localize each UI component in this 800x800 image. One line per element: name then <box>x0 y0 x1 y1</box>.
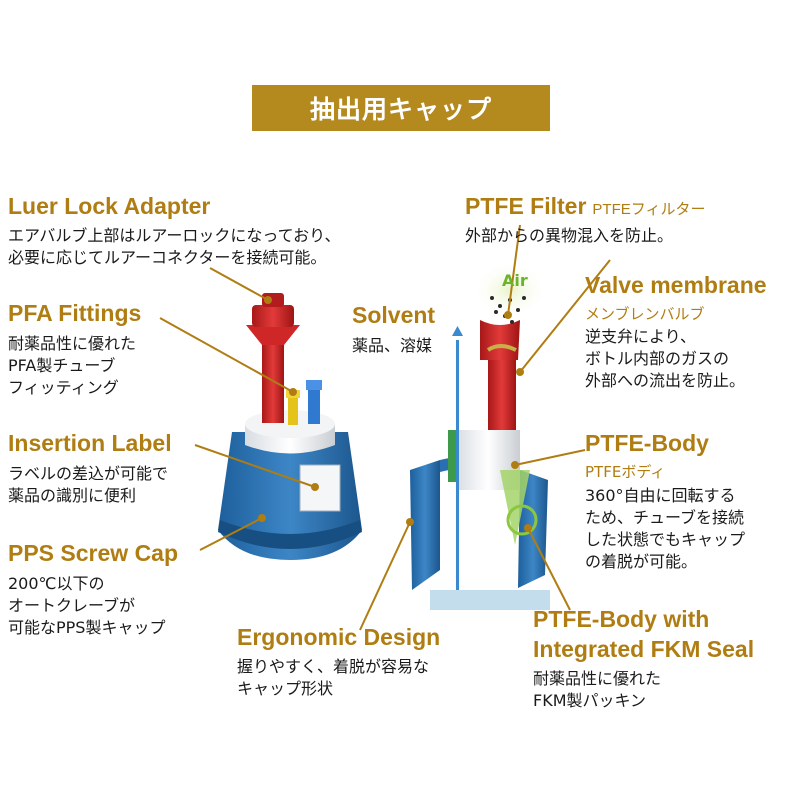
banner-title: 抽出用キャップ <box>252 85 550 131</box>
air-label: Air <box>502 271 528 290</box>
left-cap <box>218 293 362 560</box>
ergonomic-desc: 握りやすく、着脱が容易なキャップ形状 <box>237 657 430 698</box>
insertion-title: Insertion Label <box>8 430 172 456</box>
solvent-desc: 薬品、溶媒 <box>352 336 433 355</box>
luer-desc: エアバルブ上部はルアーロックになっており、必要に応じてルアーコネクターを接続可能… <box>8 226 341 267</box>
leader-lines <box>159 224 611 631</box>
body-desc: 360°自由に回転するため、チューブを接続した状態でもキャップの着脱が可能。 <box>585 486 746 571</box>
solvent-title: Solvent <box>352 302 436 328</box>
insertion-label-slot <box>299 464 341 512</box>
valve-subtitle: メンブレンバルブ <box>585 305 705 323</box>
ergonomic-title: Ergonomic Design <box>237 624 441 650</box>
filter-desc: 外部からの異物混入を防止。 <box>465 226 674 245</box>
body-title: PTFE-Body <box>585 430 709 456</box>
seal-title-line1: PTFE-Body with <box>533 606 710 632</box>
pfa-title: PFA Fittings <box>8 300 142 326</box>
luer-title: Luer Lock Adapter <box>8 193 211 219</box>
valve-desc: 逆支弁により、ボトル内部のガスの外部への流出を防止。 <box>585 327 746 390</box>
pps-title: PPS Screw Cap <box>8 540 179 566</box>
seal-title-line2: Integrated FKM Seal <box>533 636 755 662</box>
pps-desc: 200℃以下のオートクレーブが可能なPPS製キャップ <box>8 574 166 637</box>
valve-title: Valve membrane <box>585 272 767 298</box>
body-subtitle: PTFEボディ <box>585 463 666 481</box>
right-cutaway <box>410 260 550 610</box>
insertion-desc: ラベルの差込が可能で薬品の識別に便利 <box>8 464 169 505</box>
